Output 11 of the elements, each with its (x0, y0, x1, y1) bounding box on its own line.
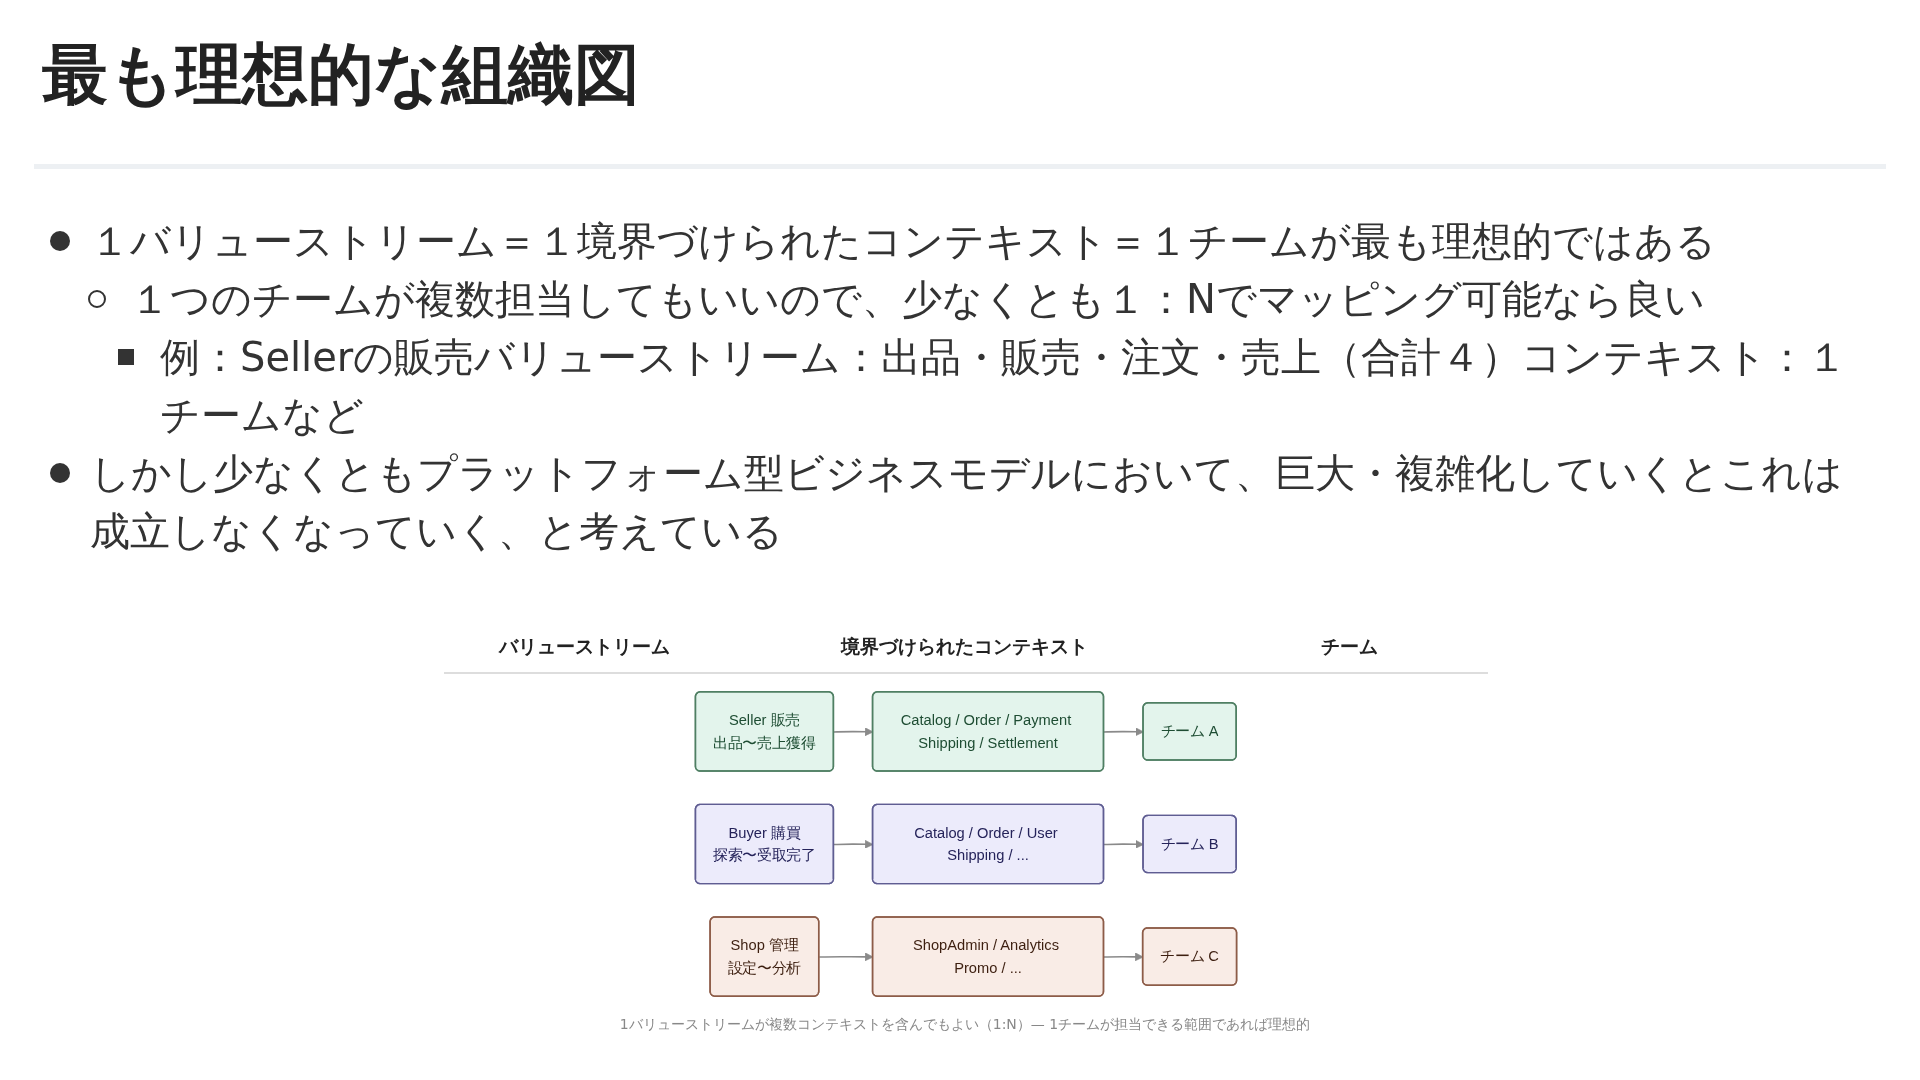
slide-title: 最も理想的な組織図 (42, 35, 640, 115)
bullet-text: １つのチームが複数担当してもいいので、少なくとも１：Nでマッピング可能なら良い (130, 275, 1706, 324)
bullet-text: しかし少なくともプラットフォーム型ビジネスモデルにおいて、巨大・複雑化していくとこれは成立しなくなっていく、と考えている (90, 449, 1844, 556)
arrow (1103, 727, 1144, 737)
bullet-text: １バリューストリーム＝１境界づけられたコンテキスト＝１チームが最も理想的ではある (90, 217, 1717, 266)
diagram-caption: 1バリューストリームが複数コンテキストを含んでもよい（1:N）— 1チームが担当できる範囲であれば理想的 (618, 1016, 1312, 1034)
column-header: バリューストリーム (498, 634, 670, 659)
arrow (1103, 840, 1144, 849)
column-header: チーム (1320, 634, 1378, 659)
bullet-text: 例：Sellerの販売バリューストリーム：出品・販売・注文・売上（合計４）コンテキスト：１チームなど (160, 333, 1849, 440)
column-header: 境界づけられたコンテキスト (840, 634, 1088, 659)
